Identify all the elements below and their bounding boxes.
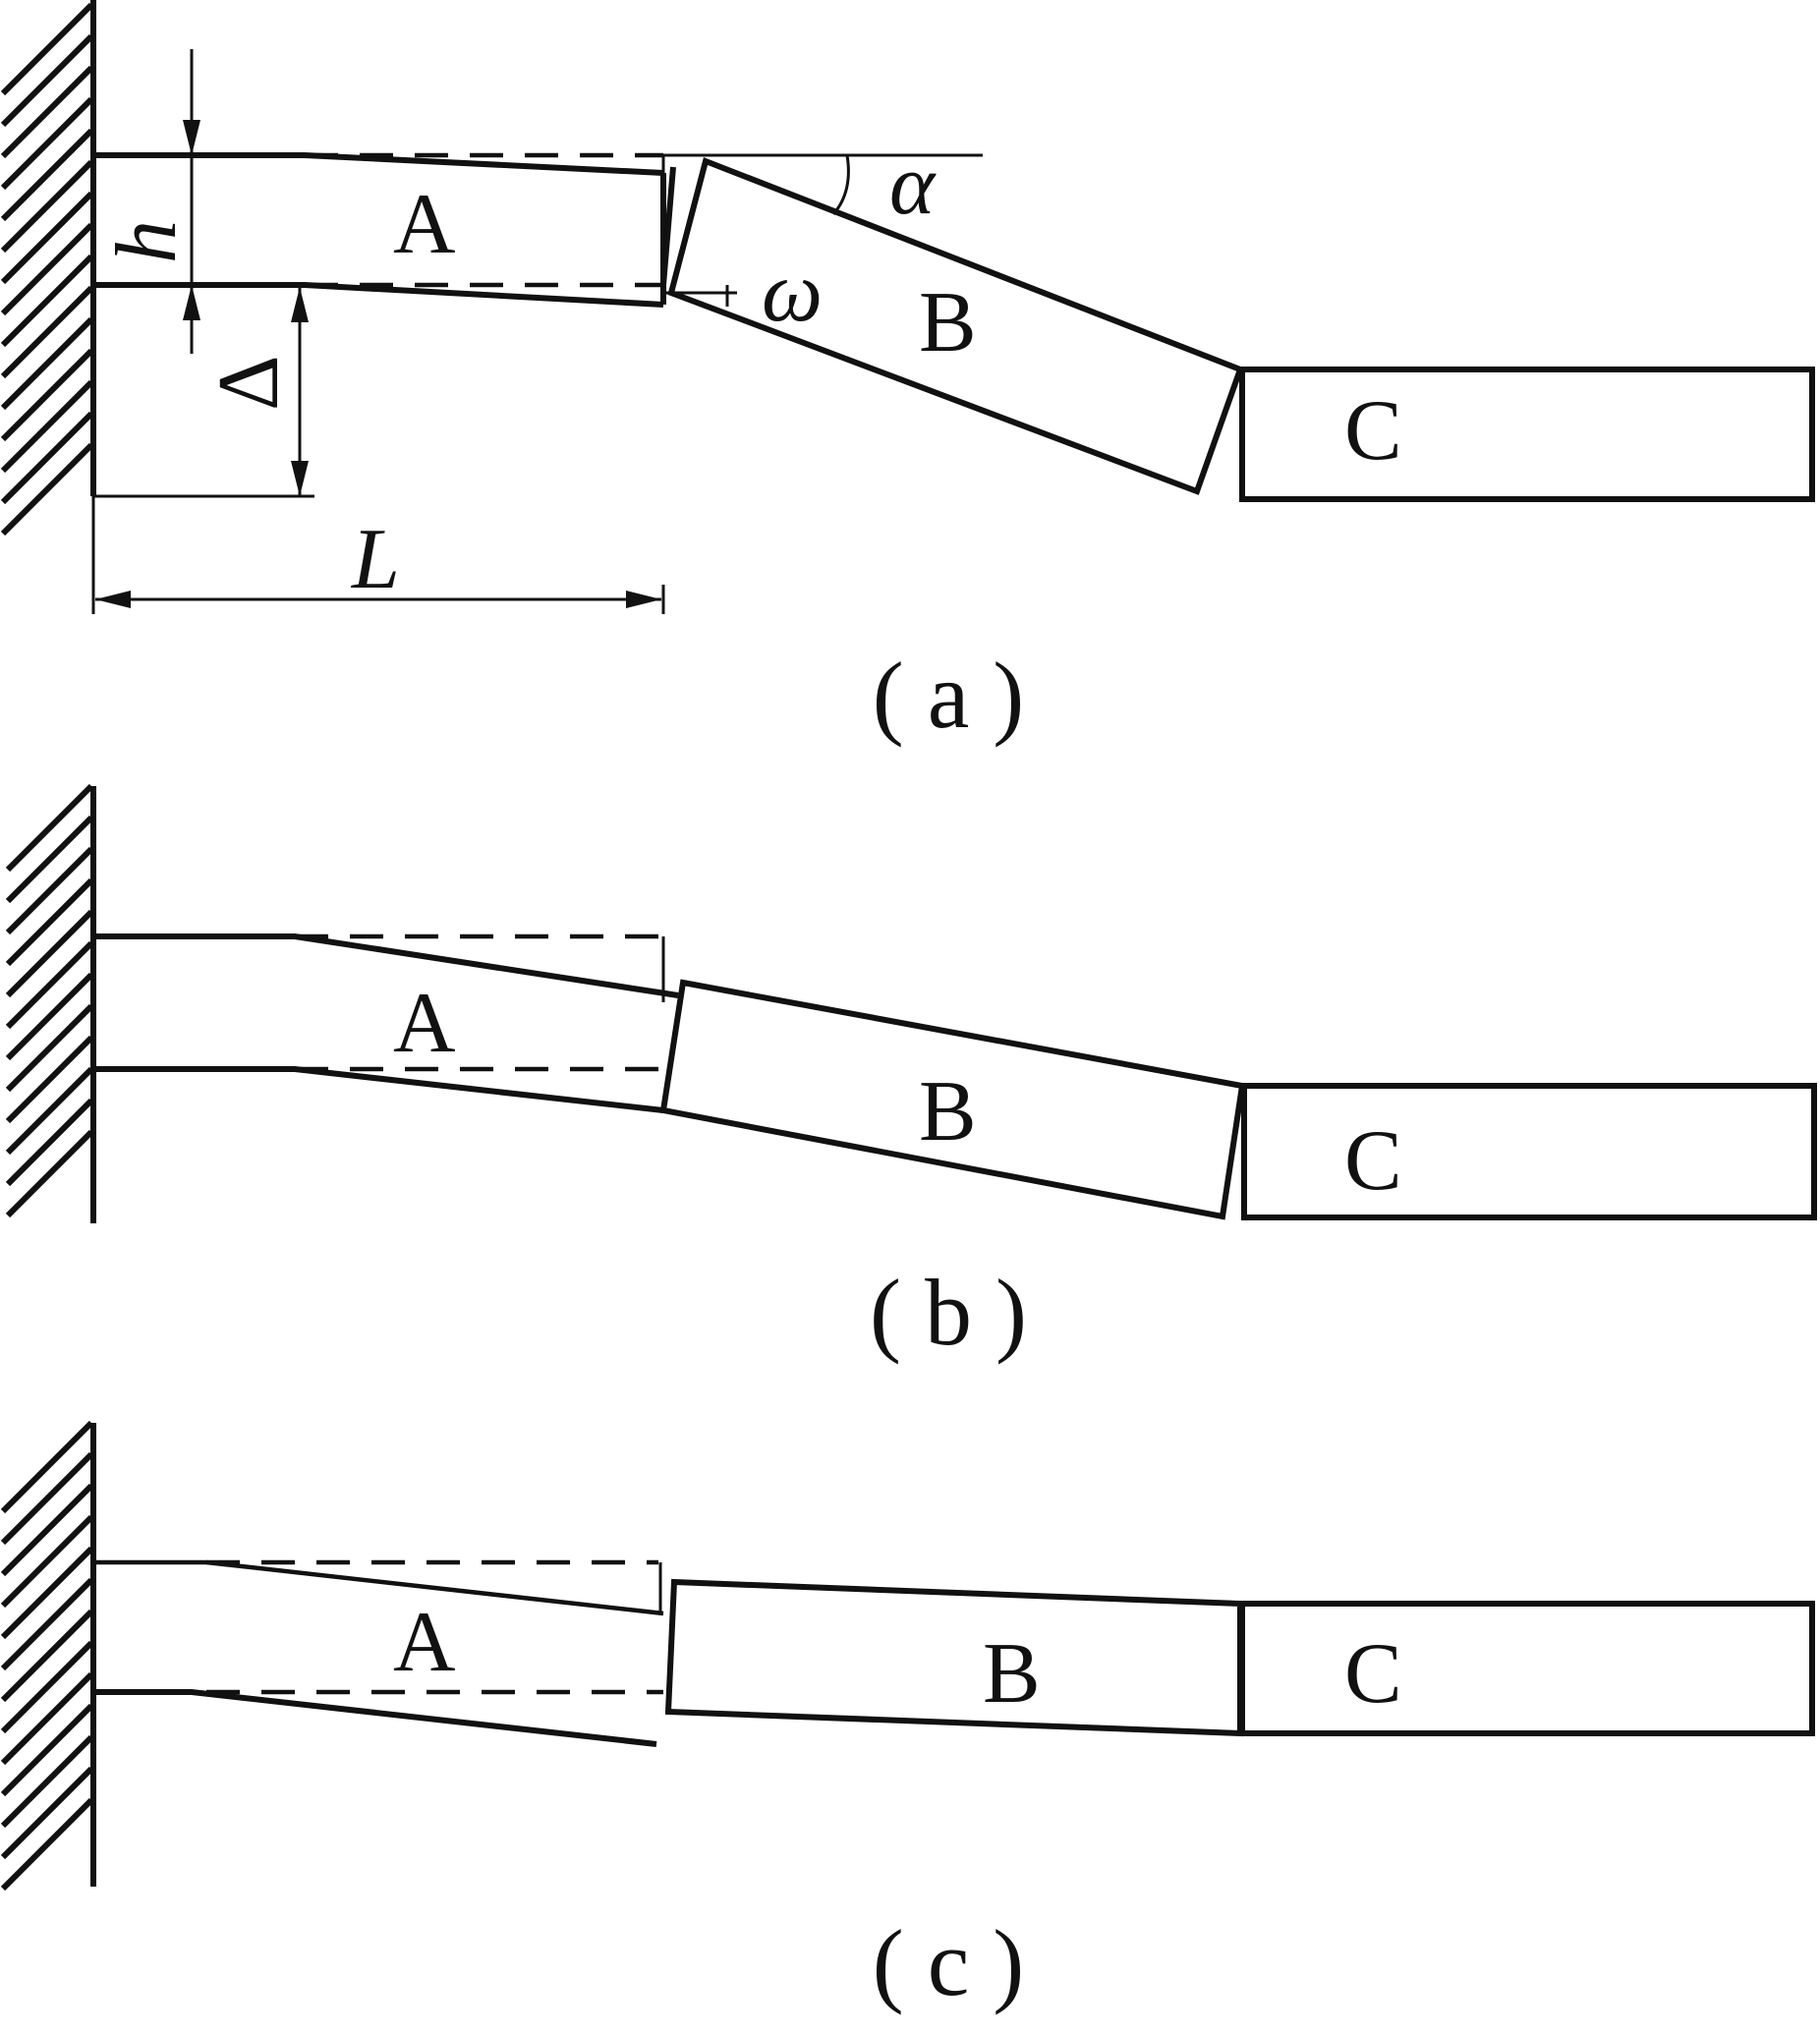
hatch-stroke xyxy=(0,316,94,411)
label-c-block: C xyxy=(1344,383,1402,479)
caption-b: ( b ) xyxy=(870,1260,1027,1365)
hatch-stroke xyxy=(0,1703,94,1797)
block-b-outline-c xyxy=(664,1578,1243,1737)
hatch-stroke xyxy=(0,254,94,348)
hatch-stroke xyxy=(0,442,94,537)
hatch-stroke xyxy=(0,379,94,474)
label-b-block-c: B xyxy=(983,1626,1041,1722)
hatch-stroke xyxy=(5,909,94,998)
hatch-stroke xyxy=(0,411,94,505)
hatch-stroke xyxy=(5,1129,94,1218)
hatch-stroke xyxy=(0,96,94,191)
hatch-stroke xyxy=(5,815,94,904)
label-a-block-c: A xyxy=(393,1595,456,1690)
hatch-stroke xyxy=(5,1003,94,1093)
panel-b: A B C ( b ) xyxy=(5,783,1817,1365)
hatch-stroke xyxy=(5,846,94,935)
block-c-outline-c xyxy=(1239,1601,1815,1736)
label-delta: Δ xyxy=(201,355,297,411)
block-c-outline-a xyxy=(1239,367,1815,502)
block-a-outline-a xyxy=(93,152,664,176)
hatch-stroke xyxy=(5,1066,94,1156)
label-h: h xyxy=(99,220,195,263)
label-b-block: B xyxy=(919,275,977,370)
hatch-stroke xyxy=(5,940,94,1030)
hatch-stroke xyxy=(5,1098,94,1187)
block-a-top-c xyxy=(93,1559,664,1616)
hatch-stroke xyxy=(0,222,94,316)
wall-hatch-a xyxy=(0,2,94,537)
block-a-bottom-b xyxy=(93,1066,664,1113)
label-alpha: α xyxy=(889,138,937,233)
wall-hatch-c xyxy=(0,1420,94,1892)
hatch-stroke xyxy=(0,285,94,379)
caption-a: ( a ) xyxy=(873,643,1025,748)
hatch-stroke xyxy=(0,1734,94,1829)
panel-a: A B C h Δ L α ω ( a ) xyxy=(0,0,1815,748)
alpha-arc xyxy=(831,154,850,215)
hatch-stroke xyxy=(0,1671,94,1766)
hatch-stroke xyxy=(0,2,94,96)
hatch-stroke xyxy=(5,783,94,873)
hatch-stroke xyxy=(0,1766,94,1860)
hatch-stroke xyxy=(0,1577,94,1671)
block-b-outline-a xyxy=(667,156,1244,495)
label-a-block: A xyxy=(393,177,456,272)
block-a-bottom-a xyxy=(93,282,664,308)
block-b-outline-b xyxy=(659,979,1246,1220)
hatch-stroke xyxy=(5,877,94,967)
hatch-stroke xyxy=(5,1035,94,1124)
label-a-block-b: A xyxy=(393,976,456,1071)
hatch-stroke xyxy=(0,1451,94,1546)
wall-hatch-b xyxy=(5,783,94,1218)
hatch-stroke xyxy=(0,1609,94,1703)
label-c-block-b: C xyxy=(1344,1113,1402,1209)
hatch-stroke xyxy=(0,1797,94,1892)
hatch-stroke xyxy=(0,1483,94,1577)
hatch-stroke xyxy=(0,65,94,159)
label-b-block-b: B xyxy=(919,1064,977,1159)
label-l: L xyxy=(350,512,400,607)
block-a-bottom-c xyxy=(93,1689,657,1747)
hatch-stroke xyxy=(0,159,94,254)
label-omega: ω xyxy=(762,245,823,340)
label-c-block-c: C xyxy=(1344,1626,1402,1722)
block-b-contact-a xyxy=(660,166,676,286)
hatch-stroke xyxy=(0,348,94,442)
hatch-stroke xyxy=(0,128,94,222)
caption-c: ( c ) xyxy=(873,1910,1025,2015)
hatch-stroke xyxy=(0,1640,94,1734)
panel-c: A B C ( c ) xyxy=(0,1420,1815,2015)
hatch-stroke xyxy=(0,1420,94,1514)
block-a-top-b xyxy=(93,933,679,998)
hatch-stroke xyxy=(0,1514,94,1609)
block-c-outline-b xyxy=(1241,1083,1817,1220)
hatch-stroke xyxy=(0,191,94,285)
hatch-stroke xyxy=(0,33,94,128)
hatch-stroke xyxy=(5,972,94,1061)
hatch-stroke xyxy=(0,1546,94,1640)
